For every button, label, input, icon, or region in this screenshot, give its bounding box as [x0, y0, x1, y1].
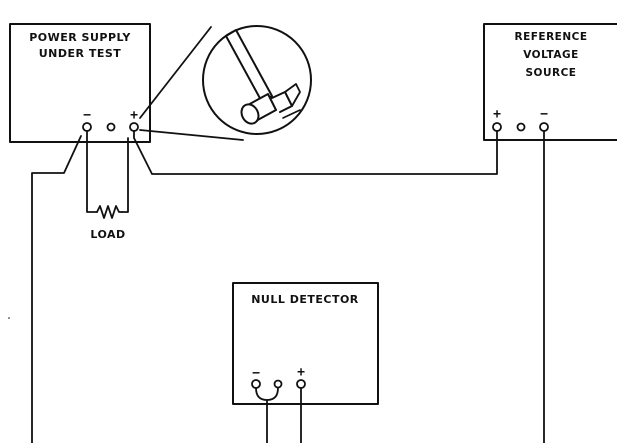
reference-neg-sign: −	[540, 107, 548, 122]
wire-ps-neg-to-bottom	[31, 135, 82, 443]
terminal-base	[282, 109, 301, 119]
power-supply-title-line2: UNDER TEST	[39, 47, 122, 60]
terminal-post-side	[284, 83, 301, 107]
power-supply-neg-terminal	[82, 122, 92, 132]
probe-tip-end	[240, 103, 260, 125]
load-resistor-icon	[96, 205, 123, 219]
power-supply-title-line1: POWER SUPPLY	[29, 31, 131, 44]
power-supply-pos-terminal	[129, 122, 139, 132]
power-supply-outline	[9, 23, 151, 143]
wire-ps-pos-to-ref-pos	[133, 130, 498, 175]
wire-load-left	[86, 130, 98, 213]
power-supply-box: POWER SUPPLY UNDER TEST − +	[9, 23, 151, 143]
reference-title-line1: REFERENCE	[514, 31, 587, 43]
reference-title-line2: VOLTAGE	[523, 49, 579, 61]
reference-source-box: REFERENCE VOLTAGE SOURCE + −	[483, 23, 617, 141]
null-detector-neg-sign: −	[252, 366, 260, 381]
null-detector-neg-terminal	[251, 379, 261, 389]
wire-load-right	[121, 137, 129, 213]
reference-pos-sign: +	[493, 107, 501, 122]
reference-ground-terminal	[516, 122, 526, 132]
reference-pos-terminal	[492, 122, 502, 132]
null-detector-title: NULL DETECTOR	[251, 293, 359, 306]
null-detector-pos-terminal	[296, 379, 306, 389]
reference-source-outline	[483, 23, 617, 141]
null-detector-pos-sign: +	[297, 365, 305, 380]
null-detector-box: NULL DETECTOR − +	[232, 282, 379, 443]
stray-dot	[8, 317, 10, 319]
probe-shaft	[225, 29, 273, 103]
magnifier-leader-upper	[139, 26, 212, 119]
null-detector-ground-terminal	[273, 379, 283, 389]
power-supply-neg-sign: −	[83, 108, 91, 123]
magnifier-circle	[202, 25, 312, 135]
wiring	[31, 130, 545, 443]
probe-connection-magnifier-icon	[139, 25, 312, 141]
load-label: LOAD	[90, 228, 125, 241]
terminal-post	[271, 91, 293, 113]
reference-title-line3: SOURCE	[526, 67, 577, 79]
magnifier-leader-lower	[139, 129, 244, 141]
null-detector-outline	[232, 282, 379, 405]
power-supply-pos-sign: +	[130, 108, 138, 123]
null-detector-jumper	[255, 387, 279, 401]
power-supply-ground-terminal	[106, 122, 116, 132]
reference-neg-terminal	[539, 122, 549, 132]
